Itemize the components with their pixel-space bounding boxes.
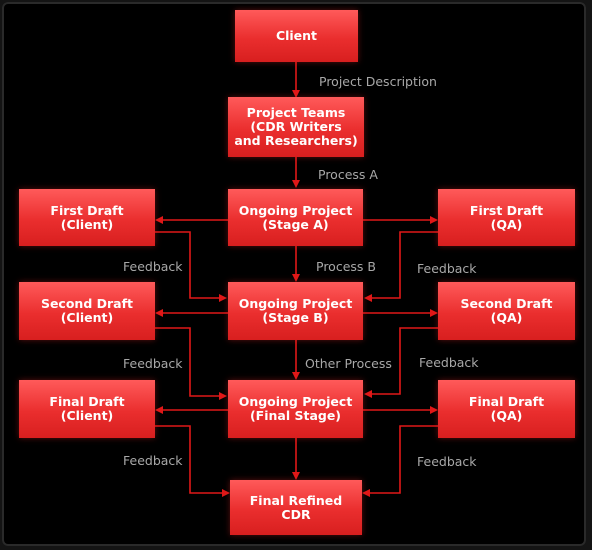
- arrow-final-client-feedback: [155, 425, 230, 497]
- label-feedback-3-right: Feedback: [417, 454, 477, 469]
- label-feedback-2-right: Feedback: [419, 355, 479, 370]
- node-second-draft-qa: Second Draft (QA): [438, 282, 575, 340]
- node-ongoing-final-stage: Ongoing Project (Final Stage): [228, 380, 363, 438]
- label-feedback-3-left: Feedback: [123, 453, 183, 468]
- label-process-a: Process A: [318, 167, 378, 182]
- arrow-first-qa-feedback: [364, 231, 438, 302]
- label-feedback-1-left: Feedback: [123, 259, 183, 274]
- node-client: Client: [235, 10, 358, 62]
- arrow-final-qa-feedback: [362, 425, 438, 497]
- arrow-first-client-feedback: [155, 231, 227, 302]
- label-project-description: Project Description: [319, 74, 437, 89]
- label-other-process: Other Process: [305, 356, 392, 371]
- node-project-teams: Project Teams (CDR Writers and Researche…: [228, 97, 364, 157]
- node-ongoing-stage-b: Ongoing Project (Stage B): [228, 282, 363, 340]
- node-first-draft-client: First Draft (Client): [19, 189, 155, 246]
- node-final-draft-qa: Final Draft (QA): [438, 380, 575, 438]
- node-final-draft-client: Final Draft (Client): [19, 380, 155, 438]
- arrow-second-qa-feedback: [364, 327, 438, 398]
- label-feedback-2-left: Feedback: [123, 356, 183, 371]
- node-final-refined-cdr: Final Refined CDR: [230, 480, 362, 535]
- node-ongoing-stage-a: Ongoing Project (Stage A): [228, 189, 363, 246]
- node-first-draft-qa: First Draft (QA): [438, 189, 575, 246]
- label-process-b: Process B: [316, 259, 376, 274]
- node-second-draft-client: Second Draft (Client): [19, 282, 155, 340]
- arrow-second-client-feedback: [155, 327, 227, 400]
- label-feedback-1-right: Feedback: [417, 261, 477, 276]
